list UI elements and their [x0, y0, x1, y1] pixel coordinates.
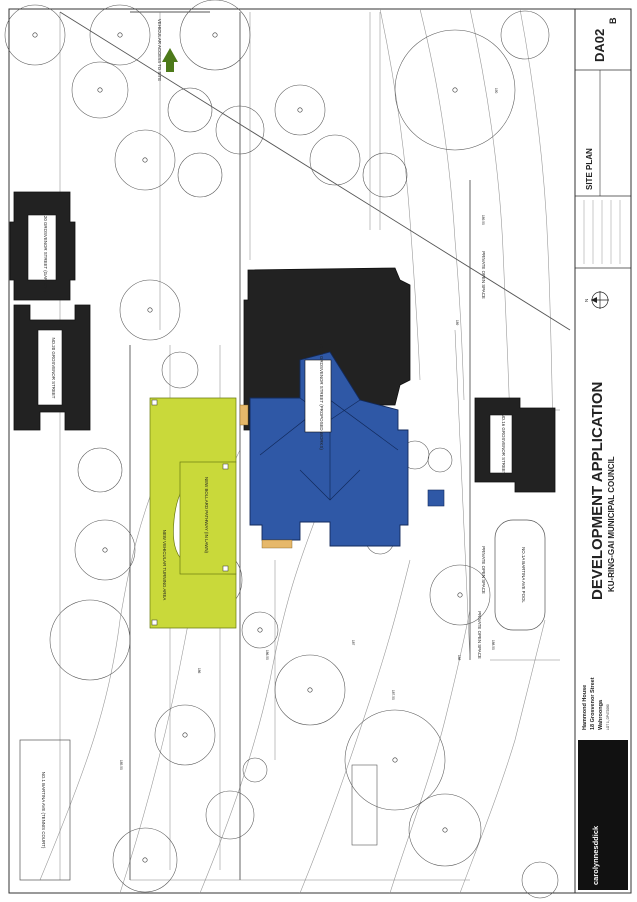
- label-private-open-space-3: PRIVATE OPEN SPACE: [477, 611, 482, 659]
- council-name: KU-RING-GAI MUNICIPAL COUNCIL: [607, 456, 616, 592]
- no16-building: [474, 397, 556, 493]
- deck-strip-north: [239, 404, 249, 426]
- drawing-number: DA02: [592, 29, 607, 62]
- level-187: 187: [351, 640, 355, 646]
- project-lot: LOT 1, DP472080: [606, 704, 610, 730]
- pool-outline: [494, 519, 546, 631]
- label-no20: NO.20 GROSVENOR STREET: [51, 338, 56, 399]
- project-name: Hammond House: [582, 685, 588, 730]
- firm-logo-block: [578, 740, 628, 890]
- tennis-court-outline: [19, 739, 71, 881]
- no20-garage-label-box: [27, 214, 57, 281]
- label-private-open-space-1: PRIVATE OPEN SPACE: [481, 251, 486, 299]
- drawing-frame: [8, 8, 632, 894]
- property-boundaries: [59, 11, 571, 881]
- north-arrow: N: [584, 291, 609, 309]
- level-188-50: 188.50: [491, 640, 495, 650]
- label-no1-tennis: NO.1 BARTINA AVE (TENNIS COURT): [41, 772, 46, 849]
- project-address: 18 Grosvenor Street: [590, 677, 596, 730]
- level-188: 188: [457, 655, 461, 661]
- pool-pavilion: [427, 489, 445, 507]
- vehicular-access-arrow: [162, 48, 178, 72]
- label-no16: NO.16 GROSVENOR STREET: [501, 414, 506, 475]
- project-suburb: Wahroonga: [598, 699, 604, 730]
- no20-label-box: [37, 329, 63, 406]
- level-185-50: 185.50: [119, 760, 123, 770]
- deck-strip-south: [261, 539, 293, 549]
- north-label: N: [584, 299, 589, 302]
- proposed-works-building: [239, 351, 445, 549]
- level-186-50: 186.50: [265, 650, 269, 660]
- level-190: 190: [494, 88, 498, 94]
- level-189-50: 189.50: [481, 215, 485, 225]
- revision-letter: B: [608, 17, 618, 24]
- firm-name: carolynnesddick: [591, 825, 600, 885]
- label-new-vehicular: NEW VEHICULAR TURNING AREA: [162, 530, 167, 601]
- spot-levels: 185.50 186 186.50 187 187.50 188 188.50 …: [119, 88, 498, 770]
- label-new-bollard: NEW BOLLARD PATHWAY (IN LAWN): [204, 477, 209, 553]
- label-no20-garage: NO.20 GROSVENOR STREET (GARAGE): [43, 208, 48, 292]
- label-private-open-space-2: PRIVATE OPEN SPACE: [481, 546, 486, 594]
- plan-labels: NO.20 GROSVENOR STREET (GARAGE) NO.20 GR…: [41, 19, 526, 849]
- label-no18: NO.18 GROSVENOR STREET (PROPOSED WORKS): [319, 342, 324, 450]
- application-heading: DEVELOPMENT APPLICATION: [589, 382, 606, 600]
- level-186: 186: [197, 668, 201, 674]
- no16-label-box: [489, 414, 513, 474]
- level-187-50: 187.50: [391, 690, 395, 700]
- title-strip: carolynnesddick Hammond House 18 Grosven…: [575, 17, 631, 890]
- proposed-works-label-box: [304, 359, 332, 433]
- contour-lines: [39, 8, 554, 894]
- sheet-title: SITE PLAN: [585, 148, 594, 190]
- revision-table: [583, 200, 621, 264]
- level-189: 189: [455, 320, 459, 326]
- bollard-pathway: [179, 461, 237, 575]
- tennis-court-small-box: [351, 764, 378, 846]
- label-no1a-pool: NO.1A BARTINA AVE POOL: [521, 547, 526, 603]
- tree-canopies: [4, 0, 559, 899]
- label-vehicular-access: VEHICULAR ACCESS TO SITE: [157, 19, 162, 81]
- bollards: [151, 399, 229, 626]
